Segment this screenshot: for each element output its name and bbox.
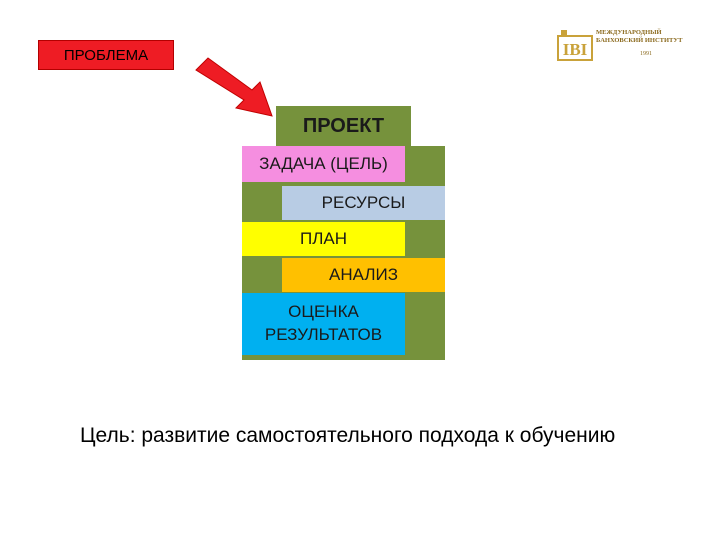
evaluation-label-line1: ОЦЕНКА: [288, 302, 359, 322]
analysis-label: АНАЛИЗ: [329, 264, 398, 284]
evaluation-label-line2: РЕЗУЛЬТАТОВ: [264, 325, 383, 344]
task-label: ЗАДАЧА (ЦЕЛЬ): [259, 153, 388, 173]
logo-text: МЕЖДУНАРОДНЫЙ БАНХОВСКИЙ ИНСТИТУТ: [596, 29, 683, 45]
institute-logo: IBI: [556, 26, 698, 66]
evaluation-block: ОЦЕНКА РЕЗУЛЬТАТОВ: [242, 293, 405, 355]
svg-text:IBI: IBI: [563, 40, 588, 59]
problem-box: ПРОБЛЕМА: [38, 40, 174, 70]
resources-block: РЕСУРСЫ: [282, 186, 445, 220]
red-arrow-icon: [195, 57, 273, 117]
logo-line1: МЕЖДУНАРОДНЫЙ: [596, 29, 662, 36]
problem-label: ПРОБЛЕМА: [63, 46, 149, 64]
project-label: ПРОЕКТ: [302, 114, 385, 137]
plan-label: ПЛАН: [300, 228, 347, 248]
logo-year: 1991: [640, 51, 652, 57]
resources-label: РЕСУРСЫ: [321, 192, 406, 212]
ibi-logo-icon: IBI: [557, 30, 593, 61]
analysis-block: АНАЛИЗ: [282, 258, 445, 292]
project-header: ПРОЕКТ: [276, 106, 411, 146]
task-block: ЗАДАЧА (ЦЕЛЬ): [242, 146, 405, 182]
plan-block: ПЛАН: [242, 222, 405, 256]
logo-line2: БАНХОВСКИЙ ИНСТИТУТ: [596, 37, 683, 44]
goal-text: Цель: развитие самостоятельного подхода …: [80, 424, 616, 447]
